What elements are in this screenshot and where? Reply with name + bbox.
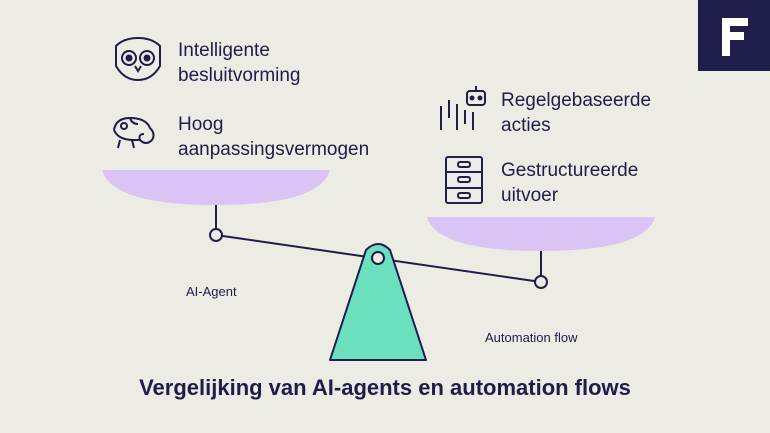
right-item-1: Regelgebaseerde acties [501, 88, 651, 138]
right-item-1-line1: Regelgebaseerde [501, 90, 652, 111]
page-title: Vergelijking van AI-agents en automation… [139, 375, 631, 400]
f-logo-icon [698, 0, 770, 71]
left-pan [102, 170, 330, 205]
right-caption: Automation flow [485, 330, 578, 345]
left-caption: AI-Agent [186, 284, 237, 299]
left-item-2-line1: Hoog [178, 114, 224, 135]
scale-base [329, 243, 427, 361]
left-item-1-line1: Intelligente [178, 40, 270, 61]
robot-icon [440, 86, 486, 130]
chameleon-icon [113, 116, 155, 149]
left-item-1-line2: besluitvorming [178, 65, 301, 86]
right-item-2: Gestructureerde uitvoer [501, 158, 638, 208]
left-item-2-line2: aanpassingsvermogen [178, 139, 370, 160]
owl-icon [115, 36, 161, 82]
filing-cabinet-icon [445, 156, 483, 204]
right-item-2-line2: uitvoer [501, 185, 559, 206]
right-item-1-line2: acties [501, 115, 551, 136]
left-item-1: Intelligente besluitvorming [178, 38, 301, 88]
left-item-2: Hoog aanpassingsvermogen [178, 112, 369, 162]
right-pan [427, 217, 655, 251]
right-item-2-line1: Gestructureerde [501, 160, 639, 181]
